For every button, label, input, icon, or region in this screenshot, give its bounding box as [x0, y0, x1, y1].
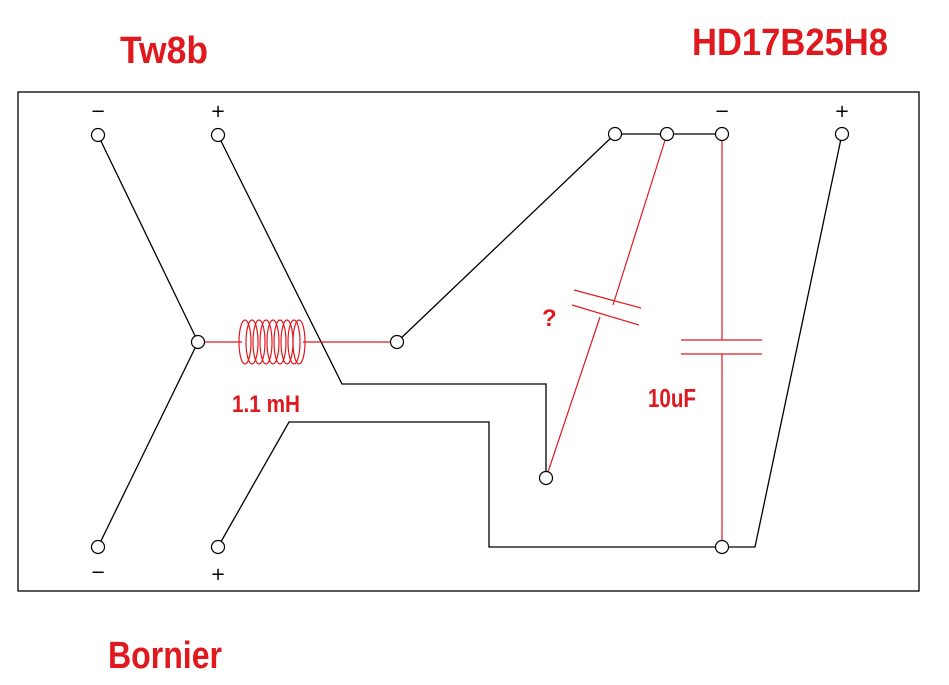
red-components	[198, 133, 762, 547]
board-outline	[17, 91, 920, 592]
tweeter-minus-mark: −	[90, 101, 105, 122]
wire-woofer-plus	[722, 133, 843, 548]
woofer-minus-mark: −	[714, 101, 729, 122]
capacitor-value-label: 10uF	[648, 383, 696, 413]
cap-10uf-bottom-node	[714, 539, 730, 555]
woofer-plus-terminal	[834, 126, 850, 142]
terminal-block-minus-mark: −	[90, 562, 105, 583]
wire-block-plus-to-woofer-return	[217, 421, 722, 548]
wire-junction-to-block-minus	[97, 341, 199, 548]
terminal-block-plus-terminal	[210, 539, 226, 555]
capacitor-unknown-label: ?	[542, 305, 557, 332]
cap-unknown-top-node	[659, 126, 675, 142]
tweeter-minus-terminal	[90, 127, 106, 143]
cap-unknown-lead-top	[612, 133, 668, 306]
inductor-coil-icon	[238, 319, 306, 365]
inductor-output-node	[389, 334, 405, 350]
wire-tweeter-plus-to-cap	[217, 134, 547, 478]
woofer-minus-terminal	[714, 126, 730, 142]
wire-tweeter-minus-to-junction	[97, 134, 199, 343]
tweeter-plus-mark: +	[210, 101, 225, 122]
cap-unknown-lead-bottom	[545, 316, 601, 479]
cap-unknown-plate-top	[573, 289, 642, 309]
terminal-block-plus-mark: +	[210, 564, 225, 585]
inductor-value-label: 1.1 mH	[232, 391, 300, 418]
cap-unknown-bottom-node	[538, 470, 554, 486]
tweeter-title: Tw8b	[120, 30, 208, 72]
black-wiring	[97, 133, 843, 548]
woofer-title: HD17B25H8	[692, 22, 888, 64]
inductor-input-junction	[190, 334, 206, 350]
terminal-block-title: Bornier	[108, 635, 222, 677]
wire-coil-to-woofer-feed	[396, 133, 616, 343]
tweeter-plus-terminal	[210, 127, 226, 143]
woofer-plus-mark: +	[834, 101, 849, 122]
woofer-feed-node	[607, 126, 623, 142]
terminal-block-minus-terminal	[90, 539, 106, 555]
cap-unknown-plate-bottom	[571, 304, 640, 326]
nodes	[90, 126, 850, 555]
